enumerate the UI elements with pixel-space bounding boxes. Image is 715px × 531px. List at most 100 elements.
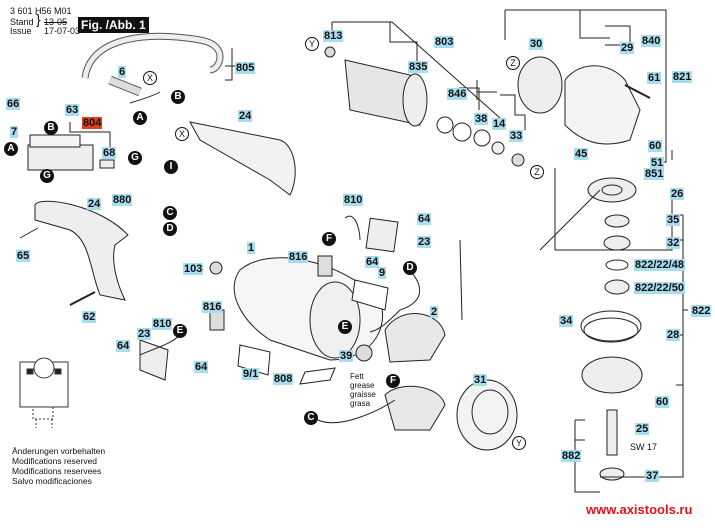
part-label-6[interactable]: 6: [118, 66, 127, 78]
part-label-64-left[interactable]: 64: [116, 340, 131, 352]
part-label-9-1[interactable]: 9/1: [242, 368, 260, 380]
part-label-880[interactable]: 880: [112, 194, 133, 206]
ref-marker-z-gear[interactable]: Z: [506, 56, 520, 70]
part-label-816-upper[interactable]: 816: [288, 251, 309, 263]
auxiliary-handle: [34, 200, 129, 301]
part-label-810-upper[interactable]: 810: [343, 194, 364, 206]
part-number: 3 601 H56 M01: [10, 6, 72, 16]
ref-marker-c[interactable]: C: [163, 206, 177, 220]
ref-marker-y-bearing[interactable]: Y: [305, 37, 319, 51]
ref-marker-f-lower[interactable]: F: [386, 374, 400, 388]
part-label-25[interactable]: 25: [635, 423, 650, 435]
part-label-1[interactable]: 1: [247, 242, 256, 254]
ref-marker-x-housing[interactable]: X: [175, 127, 189, 141]
field-coil-lower: [384, 385, 446, 431]
part-label-35[interactable]: 35: [666, 214, 681, 226]
part-label-7[interactable]: 7: [10, 126, 19, 138]
part-label-63[interactable]: 63: [65, 104, 80, 116]
part-label-803[interactable]: 803: [434, 36, 455, 48]
part-label-821[interactable]: 821: [672, 71, 693, 83]
part-label-38[interactable]: 38: [474, 113, 489, 125]
part-label-810-lower[interactable]: 810: [152, 318, 173, 330]
gear-housing: [564, 65, 641, 145]
issue-date: 17-07-03: [44, 26, 81, 36]
ref-marker-a[interactable]: A: [133, 111, 147, 125]
ref-marker-e-right[interactable]: E: [338, 320, 352, 334]
part-label-39[interactable]: 39: [339, 350, 354, 362]
part-label-24-housing[interactable]: 24: [238, 110, 253, 122]
part-label-835[interactable]: 835: [408, 61, 429, 73]
part-label-26[interactable]: 26: [670, 188, 685, 200]
ref-marker-f-upper[interactable]: F: [322, 232, 336, 246]
part-label-68[interactable]: 68: [102, 147, 117, 159]
ref-marker-d[interactable]: D: [163, 222, 177, 236]
part-label-9[interactable]: 9: [378, 267, 387, 279]
part-label-2[interactable]: 2: [430, 306, 439, 318]
ref-marker-e-left[interactable]: E: [173, 324, 187, 338]
part-label-34[interactable]: 34: [559, 315, 574, 327]
issue-label: Issue: [10, 26, 32, 36]
ref-marker-z-bearing[interactable]: Z: [530, 165, 544, 179]
grease-en: grease: [350, 381, 375, 390]
switch-body: [27, 144, 94, 171]
part-label-66[interactable]: 66: [6, 98, 21, 110]
part-label-51[interactable]: 51: [650, 157, 665, 169]
part-label-822[interactable]: 822: [691, 305, 712, 317]
brace-icon: }: [36, 11, 41, 27]
figure-title: Fig. /Abb. 1: [78, 17, 149, 33]
part-label-62[interactable]: 62: [82, 311, 97, 323]
field-coil-upper: [384, 313, 446, 363]
part-label-23-upper[interactable]: 23: [417, 236, 432, 248]
ref-marker-a-switch[interactable]: A: [4, 142, 18, 156]
part-label-65[interactable]: 65: [16, 250, 31, 262]
part-label-45[interactable]: 45: [574, 148, 589, 160]
ref-marker-b[interactable]: B: [171, 90, 185, 104]
ref-marker-i[interactable]: I: [164, 160, 178, 174]
part-label-64-brush[interactable]: 64: [365, 256, 380, 268]
part-label-32[interactable]: 32: [666, 237, 681, 249]
note-en: Modifications reserved: [12, 456, 98, 466]
part-label-822-22-50[interactable]: 822/22/50: [634, 282, 685, 294]
part-label-64-upper[interactable]: 64: [417, 213, 432, 225]
ref-marker-g[interactable]: G: [128, 151, 142, 165]
ref-marker-g-switch[interactable]: G: [40, 169, 54, 183]
part-label-822-22-48[interactable]: 822/22/48: [634, 259, 685, 271]
part-label-851[interactable]: 851: [644, 168, 665, 180]
part-label-808[interactable]: 808: [273, 373, 294, 385]
stand-label: Stand: [10, 17, 34, 27]
part-label-60-lower[interactable]: 60: [655, 396, 670, 408]
part-label-37[interactable]: 37: [645, 470, 660, 482]
part-label-24-handle[interactable]: 24: [87, 198, 102, 210]
note-de: Änderungen vorbehalten: [12, 446, 106, 456]
part-label-64-lower[interactable]: 64: [194, 361, 209, 373]
part-label-816-lower[interactable]: 816: [202, 301, 223, 313]
ref-marker-x-cable[interactable]: X: [143, 71, 157, 85]
part-label-33[interactable]: 33: [509, 130, 524, 142]
part-label-804[interactable]: 804: [82, 117, 103, 129]
part-label-61[interactable]: 61: [647, 72, 662, 84]
part-label-840[interactable]: 840: [641, 35, 662, 47]
part-label-805[interactable]: 805: [235, 62, 256, 74]
part-label-882[interactable]: 882: [561, 450, 582, 462]
ref-marker-d-coil[interactable]: D: [403, 261, 417, 275]
ref-marker-y-baffle[interactable]: Y: [512, 436, 526, 450]
part-label-813[interactable]: 813: [323, 30, 344, 42]
ref-marker-c-cord[interactable]: C: [304, 411, 318, 425]
part-label-29[interactable]: 29: [620, 42, 635, 54]
part-label-14[interactable]: 14: [492, 118, 507, 130]
note-es: Salvo modificaciones: [12, 476, 92, 486]
note-fr: Modifications reservees: [12, 466, 102, 476]
grease-de: Fett: [350, 372, 364, 381]
part-label-28[interactable]: 28: [666, 329, 681, 341]
drive-gear: [517, 56, 563, 114]
part-label-103[interactable]: 103: [183, 263, 204, 275]
part-label-60-upper[interactable]: 60: [648, 140, 663, 152]
motor-housing: [233, 257, 384, 361]
ref-marker-b-switch[interactable]: B: [44, 121, 58, 135]
part-label-23-lower[interactable]: 23: [137, 328, 152, 340]
website-link[interactable]: www.axistools.ru: [586, 502, 693, 517]
part-label-31[interactable]: 31: [473, 374, 488, 386]
part-label-30[interactable]: 30: [529, 38, 544, 50]
part-label-846[interactable]: 846: [447, 88, 468, 100]
